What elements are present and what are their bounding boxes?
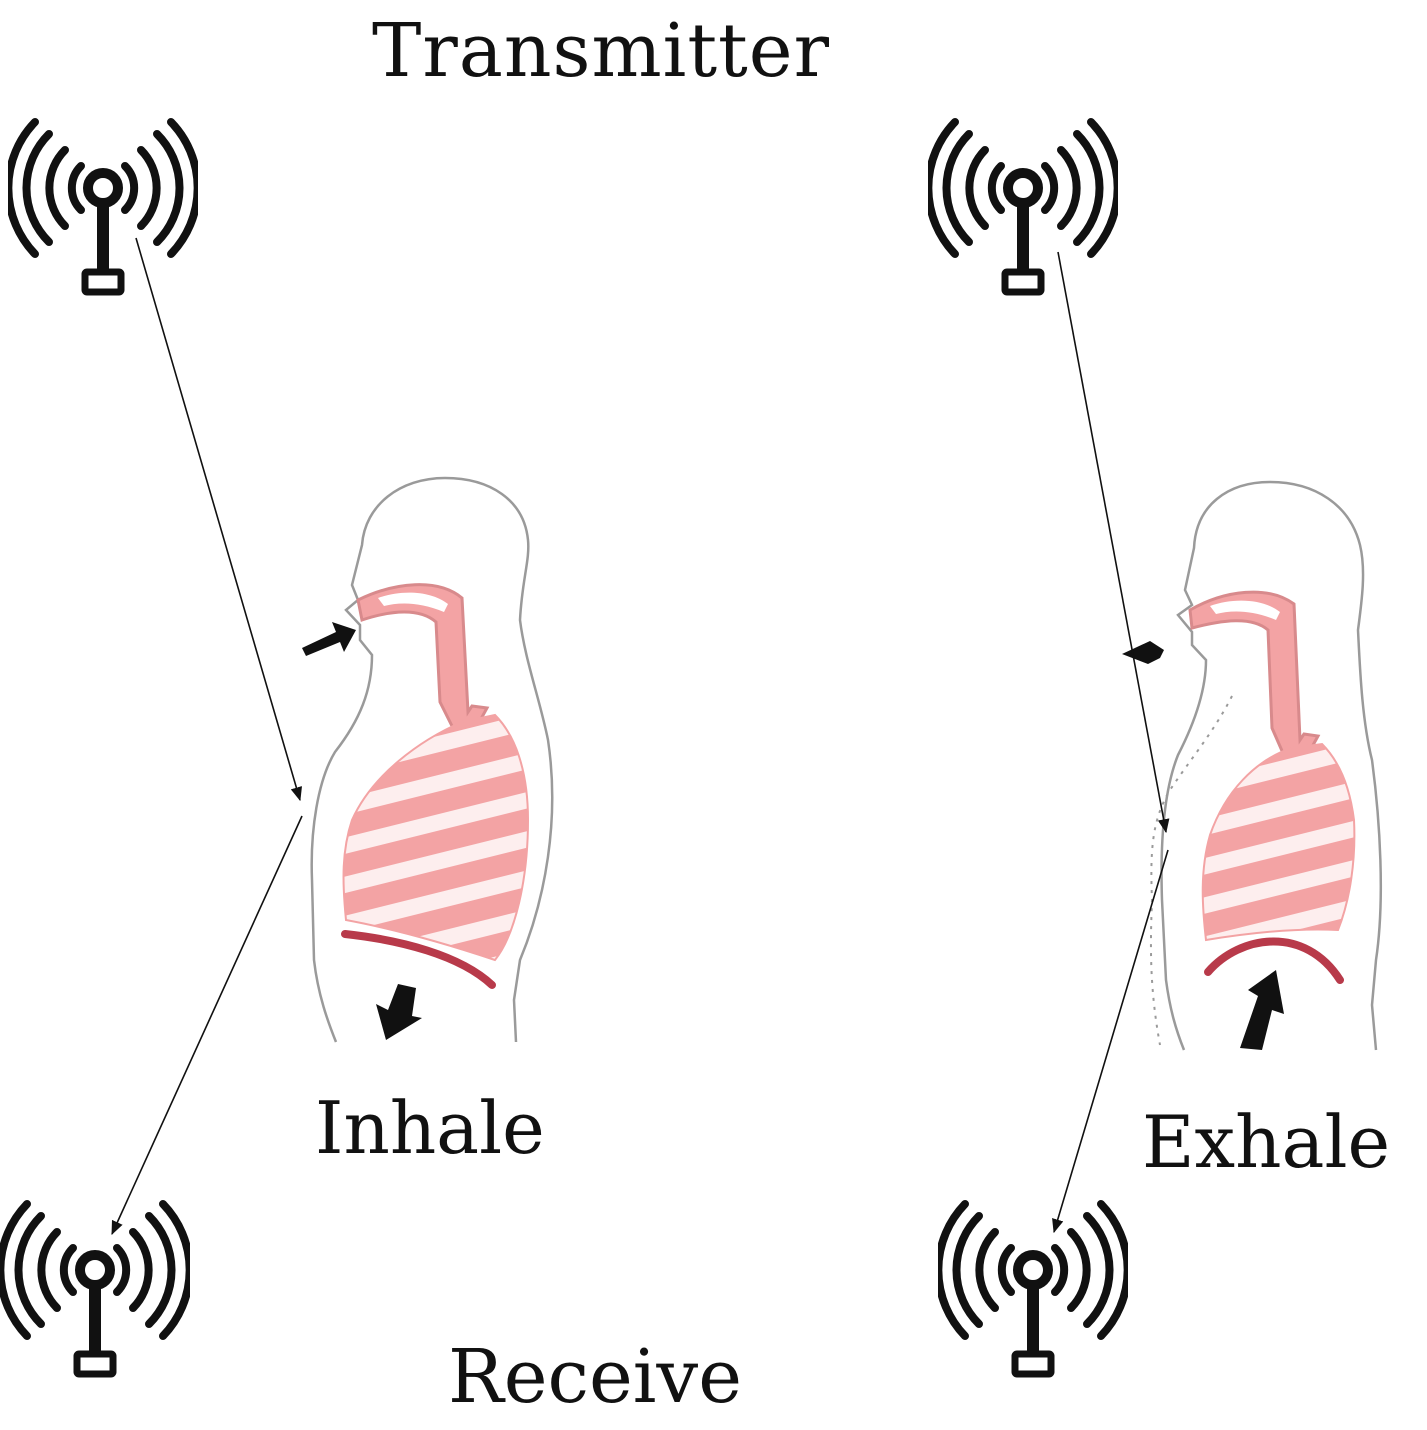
lung-ribs: [1201, 742, 1356, 942]
receiver-antenna-icon-left: [0, 1204, 189, 1374]
signal-path-reflect-left: [111, 815, 303, 1236]
transmitter-antenna-icon-right: [928, 122, 1117, 292]
exhale-airflow-arrow-icon: [1122, 641, 1164, 664]
transmitter-label: Transmitter: [372, 8, 830, 94]
exhale-label: Exhale: [1142, 1100, 1391, 1184]
inhale-airflow-arrow-icon: [302, 622, 356, 656]
receive-label: Receive: [448, 1334, 743, 1420]
signal-path-transmit-right: [1057, 251, 1170, 834]
transmitter-antenna-icon-left: [8, 122, 197, 292]
lung-ribs: [342, 713, 530, 962]
diaphragm-down-arrow-icon: [376, 984, 422, 1040]
airway: [356, 583, 490, 734]
signal-path-reflect-right: [1052, 849, 1169, 1234]
diaphragm-line: [341, 930, 496, 989]
diaphragm-up-arrow-icon: [1240, 970, 1284, 1050]
diaphragm-line: [1204, 937, 1344, 984]
exhale-body-figure: [1122, 480, 1383, 1051]
inhale-label: Inhale: [315, 1086, 545, 1170]
inhale-body-figure: [302, 476, 554, 1043]
receiver-antenna-icon-right: [938, 1204, 1127, 1374]
chest-expansion-outline: [1149, 695, 1233, 1046]
signal-path-transmit-left: [135, 237, 303, 802]
